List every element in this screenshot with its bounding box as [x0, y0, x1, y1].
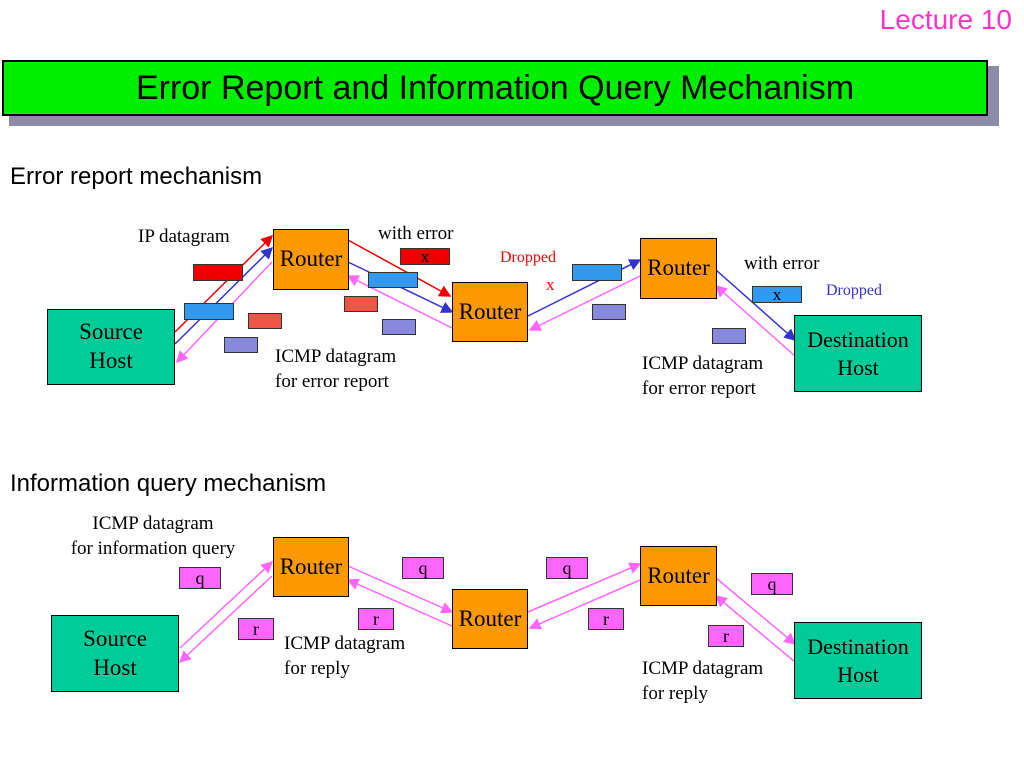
with-error-label-2: with error [744, 253, 820, 274]
arrow-router1-to-source-reply [178, 575, 273, 664]
reply-packet-r: r [588, 608, 624, 630]
query-packet-q: q [402, 557, 444, 579]
packet-icmp [712, 328, 746, 344]
packet-icmp [592, 304, 626, 320]
query-packet-q: q [751, 573, 793, 595]
arrow-router1-to-router2-query [347, 565, 454, 614]
arrow-router1-to-router2-error [347, 239, 452, 297]
reply-packet-r: r [708, 625, 744, 647]
icmp-reply-label: ICMP datagram for reply [284, 632, 405, 681]
slide-title: Error Report and Information Query Mecha… [2, 60, 988, 116]
arrow-destination-to-router3-reply [714, 595, 796, 663]
destination-host-line-1: Destination [807, 634, 909, 659]
icmp-reply-line-1: ICMP datagram [642, 658, 764, 679]
arrow-router2-to-router3-query [527, 562, 642, 613]
packet-request [184, 303, 234, 320]
arrow-source-to-router1-request [174, 246, 274, 345]
source-host-line-2: Host [89, 348, 133, 373]
icmp-error-line-2: for error report [275, 370, 389, 392]
icmp-query-line-2: for information query [70, 537, 236, 559]
source-host-query: Source Host [51, 615, 179, 692]
arrow-router2-to-router1-icmp [346, 275, 453, 329]
error-section-heading: Error report mechanism [10, 163, 263, 190]
packet-icmp [224, 337, 258, 353]
arrow-router3-to-router2-reply [528, 579, 641, 630]
reply-packet-r: r [358, 608, 394, 630]
query-packet-q: q [546, 557, 588, 579]
ip-datagram-label: IP datagram [138, 226, 230, 247]
x-mark: x [420, 246, 430, 266]
icmp-reply-label-2: ICMP datagram for reply [642, 657, 763, 706]
packet-request [572, 264, 622, 281]
arrow-router3-to-destination-request [715, 269, 797, 341]
icmp-error-report-label-2: ICMP datagram for error report [642, 352, 763, 401]
icmp-error-line-2: for error report [642, 377, 756, 399]
packet-error [248, 313, 282, 329]
icmp-error-report-label: ICMP datagram for error report [275, 345, 396, 394]
icmp-query-label: ICMP datagram for information query [53, 512, 253, 561]
query-section-heading: Information query mechanism [10, 470, 327, 497]
packet-request [368, 272, 418, 288]
destination-host-error: Destination Host [794, 315, 922, 392]
dropped-x-mark: x [546, 275, 555, 294]
router-1-error: Router [273, 229, 349, 290]
packet-error [344, 296, 378, 312]
packet-icmp [382, 319, 416, 335]
router-1-query: Router [273, 537, 349, 597]
source-host-line-1: Source [83, 625, 147, 651]
icmp-reply-line-2: for reply [284, 657, 350, 679]
packet-with-error: x [400, 246, 450, 266]
lecture-label: Lecture 10 [879, 4, 1012, 35]
arrow-source-to-router1-query [179, 560, 274, 649]
arrow-router3-to-router2-icmp [528, 275, 641, 331]
destination-host-query: Destination Host [794, 622, 922, 699]
source-host-line-2: Host [93, 654, 137, 680]
destination-host-line-1: Destination [807, 327, 909, 352]
icmp-reply-line-2: for reply [642, 682, 708, 704]
router-2-error: Router [452, 282, 528, 342]
with-error-label: with error [378, 223, 454, 244]
icmp-error-line-1: ICMP datagram [642, 353, 764, 374]
x-mark: x [772, 284, 782, 304]
packet-with-error: x [752, 284, 802, 304]
router-3-query: Router [640, 546, 717, 606]
dropped-label: Dropped [500, 249, 556, 266]
arrow-router2-to-router1-reply [346, 578, 453, 627]
arrow-destination-to-router3-icmp [714, 285, 796, 357]
dropped-label-2: Dropped [826, 282, 882, 299]
query-packet-q: q [179, 567, 221, 589]
destination-host-line-2: Host [837, 354, 879, 380]
icmp-error-line-1: ICMP datagram [275, 346, 397, 367]
icmp-query-line-1: ICMP datagram [92, 513, 214, 534]
packet-ip-datagram [193, 264, 243, 281]
reply-packet-r: r [238, 618, 274, 640]
router-2-query: Router [452, 589, 528, 649]
router-3-error: Router [640, 238, 717, 299]
icmp-reply-line-1: ICMP datagram [284, 633, 406, 654]
arrow-router3-to-destination-query [715, 577, 797, 645]
source-host-line-1: Source [79, 319, 143, 345]
destination-host-line-2: Host [837, 661, 879, 687]
source-host-error: Source Host [47, 309, 175, 385]
